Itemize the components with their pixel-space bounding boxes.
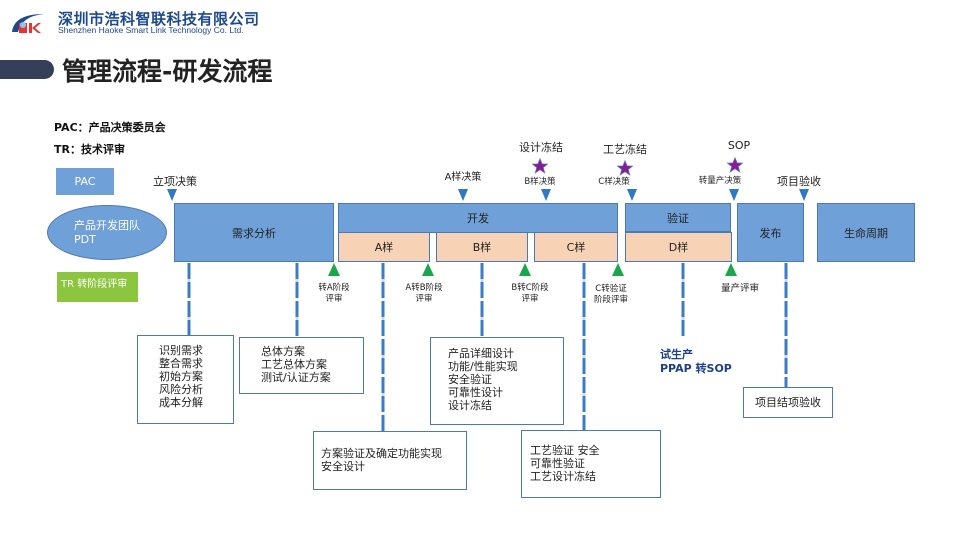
- phase-development: 开发: [338, 203, 618, 233]
- decision-mass-production-label: 转量产决策: [698, 176, 742, 186]
- phase-validation: 验证: [625, 203, 731, 232]
- decision-acceptance-marker-icon: [799, 189, 809, 201]
- review-to-a-marker-icon: [328, 263, 340, 276]
- decision-b-label: B样决策: [524, 177, 556, 187]
- phase-lifecycle: 生命周期: [817, 203, 915, 262]
- review-c-to-validation-label: C转验证阶段评审: [593, 284, 629, 305]
- phase-requirements: 需求分析: [174, 203, 334, 262]
- note-project-closure: 项目结项验收: [743, 387, 833, 418]
- phase-validation-label: 验证: [667, 211, 689, 225]
- connector-c-sample: [582, 263, 586, 431]
- connector-release: [784, 263, 788, 387]
- sop-star-icon: [727, 157, 743, 173]
- pac-legend-box: PAC: [56, 168, 114, 195]
- sample-c-box: C样: [534, 232, 618, 262]
- decision-project-marker-icon: [167, 189, 177, 201]
- decision-b-marker-icon: [541, 189, 551, 201]
- review-mass-production-marker-icon: [725, 263, 737, 276]
- connector-requirements-tasks: [187, 263, 191, 335]
- company-name-cn: 深圳市浩科智联科技有限公司: [58, 10, 260, 28]
- pdt-label: 产品开发团队PDT: [74, 218, 140, 246]
- connector-d-sample: [681, 263, 685, 339]
- sample-d-label: D样: [668, 241, 689, 254]
- process-freeze-star-icon: [617, 160, 633, 176]
- review-b-to-c-label: B转C阶段评审: [511, 283, 549, 304]
- connector-b-sample: [480, 263, 484, 337]
- company-logo-icon: [12, 14, 44, 33]
- review-to-a-label: 转A阶段评审: [318, 283, 350, 304]
- note-trial-production: 试生产 PPAP 转SOP: [660, 348, 732, 375]
- decision-acceptance-label: 项目验收: [777, 175, 821, 188]
- decision-mass-production-marker-icon: [729, 189, 739, 201]
- review-a-to-b-label: A转B阶段评审: [405, 283, 443, 304]
- note-overall-plan: 总体方案 工艺总体方案 测试/认证方案: [239, 337, 364, 394]
- review-b-to-c-marker-icon: [519, 263, 531, 276]
- decision-c-marker-icon: [627, 189, 637, 201]
- note-requirements-tasks: 识别需求 整合需求 初始方案 风险分析 成本分解: [137, 335, 234, 424]
- note-a-sample-tasks: 方案验证及确定功能实现 安全设计: [313, 431, 467, 490]
- sample-b-box: B样: [436, 232, 528, 262]
- milestone-design-freeze-label: 设计冻结: [519, 141, 563, 154]
- decision-a-marker-icon: [458, 189, 468, 201]
- tr-definition: TR：技术评审: [54, 143, 125, 156]
- phase-release-label: 发布: [759, 226, 782, 240]
- decision-project-label: 立项决策: [153, 175, 197, 188]
- connector-overall-plan: [295, 263, 299, 337]
- sample-a-box: A样: [338, 232, 430, 262]
- connector-a-sample: [381, 263, 385, 431]
- review-c-to-validation-marker-icon: [612, 263, 624, 276]
- pac-definition: PAC：产品决策委员会: [54, 121, 166, 134]
- sample-c-label: C样: [566, 241, 586, 254]
- review-mass-production-label: 量产评审: [720, 283, 760, 294]
- phase-requirements-label: 需求分析: [232, 226, 276, 240]
- sample-d-box: D样: [625, 232, 732, 262]
- note-b-sample-tasks: 产品详细设计 功能/性能实现 安全验证 可靠性设计 设计冻结: [430, 337, 564, 425]
- review-a-to-b-marker-icon: [422, 263, 434, 276]
- milestone-sop-label: SOP: [727, 139, 751, 152]
- tr-legend-box: TR 转阶段评审: [57, 272, 138, 302]
- phase-development-label: 开发: [467, 212, 489, 225]
- sample-b-label: B样: [472, 241, 492, 254]
- milestone-process-freeze-label: 工艺冻结: [603, 143, 647, 156]
- title-accent-bar: [0, 60, 54, 79]
- phase-lifecycle-label: 生命周期: [844, 226, 888, 240]
- pdt-legend-ellipse: 产品开发团队PDT: [47, 205, 167, 260]
- company-name-en: Shenzhen Haoke Smart Link Technology Co.…: [58, 25, 244, 35]
- phase-release: 发布: [737, 203, 804, 262]
- decision-c-label: C样决策: [598, 177, 630, 187]
- note-c-sample-tasks: 工艺验证 安全 可靠性验证 工艺设计冻结: [521, 430, 661, 498]
- page-title: 管理流程-研发流程: [62, 57, 273, 86]
- decision-a-label: A样决策: [444, 172, 482, 183]
- design-freeze-star-icon: [532, 158, 548, 174]
- sample-a-label: A样: [374, 241, 394, 254]
